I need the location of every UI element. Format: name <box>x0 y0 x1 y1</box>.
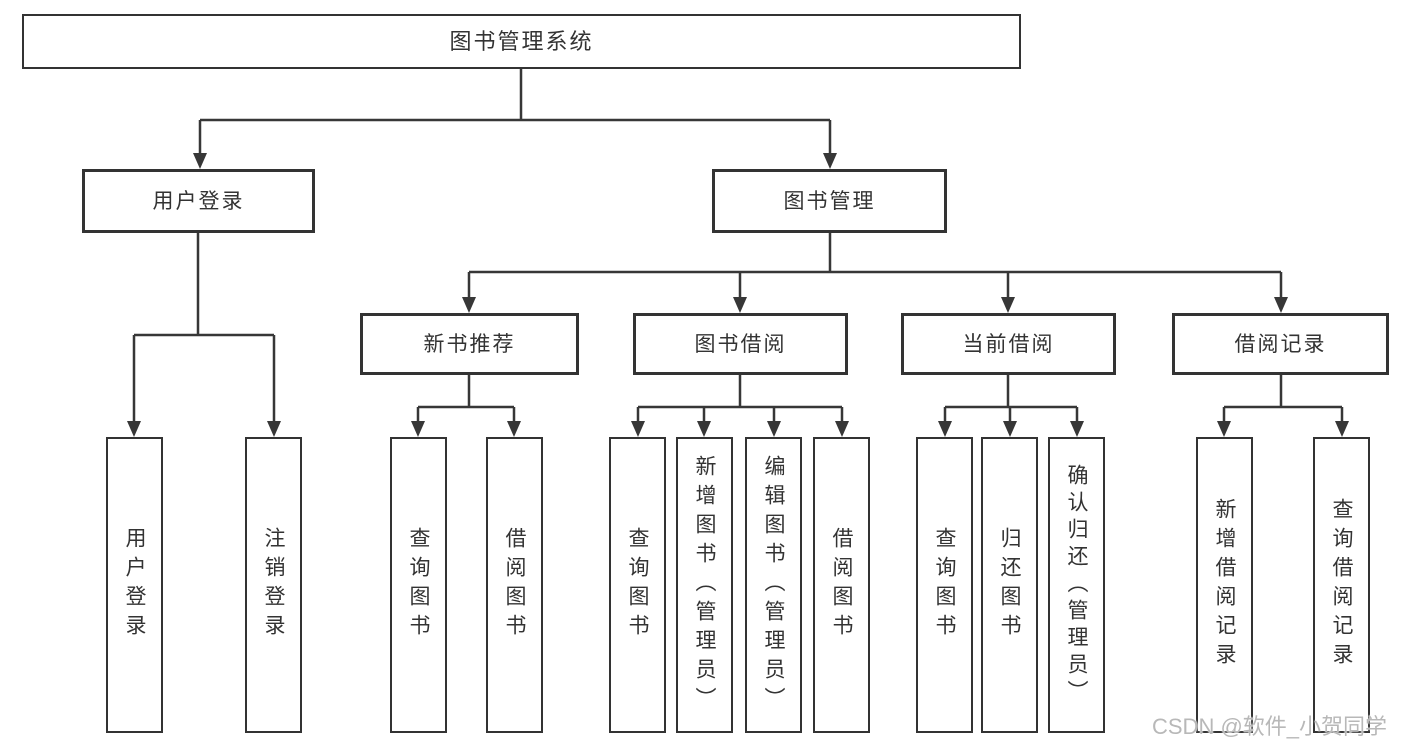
leaf-br-query-record: 查询借阅记录 <box>1313 437 1370 733</box>
node-root-label: 图书管理系统 <box>449 28 594 54</box>
leaf-user-login-label: 用户登录 <box>123 527 147 643</box>
leaf-br-add-record-label: 新增借阅记录 <box>1213 498 1237 672</box>
leaf-br-add-record: 新增借阅记录 <box>1196 437 1253 733</box>
arrow-down-icon <box>697 421 711 437</box>
node-user-login-label: 用户登录 <box>152 189 245 213</box>
leaf-nbr-borrow-book-label: 借阅图书 <box>503 527 527 643</box>
node-new-book-recommend-label: 新书推荐 <box>423 332 516 356</box>
leaf-br-query-record-label: 查询借阅记录 <box>1330 498 1354 672</box>
arrow-down-icon <box>1274 297 1288 313</box>
node-book-management-label: 图书管理 <box>783 189 876 213</box>
leaf-user-login: 用户登录 <box>106 437 163 733</box>
arrow-down-icon <box>411 421 425 437</box>
leaf-nbr-query-book-label: 查询图书 <box>407 527 431 643</box>
leaf-cb-confirm-return: 确认归还（管理员） <box>1048 437 1105 733</box>
node-book-borrow: 图书借阅 <box>633 313 848 375</box>
node-root: 图书管理系统 <box>22 14 1021 69</box>
arrow-down-icon <box>631 421 645 437</box>
leaf-cb-confirm-return-label: 确认归还（管理员） <box>1065 463 1089 707</box>
arrow-down-icon <box>1217 421 1231 437</box>
arrow-down-icon <box>1335 421 1349 437</box>
node-user-login: 用户登录 <box>82 169 315 233</box>
leaf-nbr-query-book: 查询图书 <box>390 437 447 733</box>
leaf-logout-label: 注销登录 <box>262 527 286 643</box>
leaf-cb-return-book: 归还图书 <box>981 437 1038 733</box>
arrow-down-icon <box>462 297 476 313</box>
arrow-down-icon <box>267 421 281 437</box>
leaf-bb-query-book-label: 查询图书 <box>626 527 650 643</box>
leaf-bb-add-book-label: 新增图书（管理员） <box>693 454 717 716</box>
arrow-down-icon <box>127 421 141 437</box>
arrow-down-icon <box>193 153 207 169</box>
leaf-cb-query-book: 查询图书 <box>916 437 973 733</box>
arrow-down-icon <box>1001 297 1015 313</box>
node-book-management: 图书管理 <box>712 169 947 233</box>
node-borrow-record-label: 借阅记录 <box>1234 332 1327 356</box>
node-current-borrow: 当前借阅 <box>901 313 1116 375</box>
leaf-bb-edit-book: 编辑图书（管理员） <box>745 437 802 733</box>
leaf-nbr-borrow-book: 借阅图书 <box>486 437 543 733</box>
arrow-down-icon <box>823 153 837 169</box>
leaf-bb-borrow-book-label: 借阅图书 <box>830 527 854 643</box>
node-new-book-recommend: 新书推荐 <box>360 313 579 375</box>
node-current-borrow-label: 当前借阅 <box>962 332 1055 356</box>
leaf-cb-return-book-label: 归还图书 <box>998 527 1022 643</box>
arrow-down-icon <box>767 421 781 437</box>
leaf-cb-query-book-label: 查询图书 <box>933 527 957 643</box>
arrow-down-icon <box>835 421 849 437</box>
leaf-bb-query-book: 查询图书 <box>609 437 666 733</box>
arrow-down-icon <box>1070 421 1084 437</box>
watermark: CSDN @软件_小贺同学 <box>1152 714 1388 739</box>
leaf-bb-add-book: 新增图书（管理员） <box>676 437 733 733</box>
node-borrow-record: 借阅记录 <box>1172 313 1389 375</box>
node-book-borrow-label: 图书借阅 <box>694 332 787 356</box>
arrow-down-icon <box>733 297 747 313</box>
arrow-down-icon <box>938 421 952 437</box>
leaf-bb-edit-book-label: 编辑图书（管理员） <box>762 454 786 716</box>
arrow-down-icon <box>1003 421 1017 437</box>
arrow-down-icon <box>507 421 521 437</box>
leaf-bb-borrow-book: 借阅图书 <box>813 437 870 733</box>
leaf-logout: 注销登录 <box>245 437 302 733</box>
